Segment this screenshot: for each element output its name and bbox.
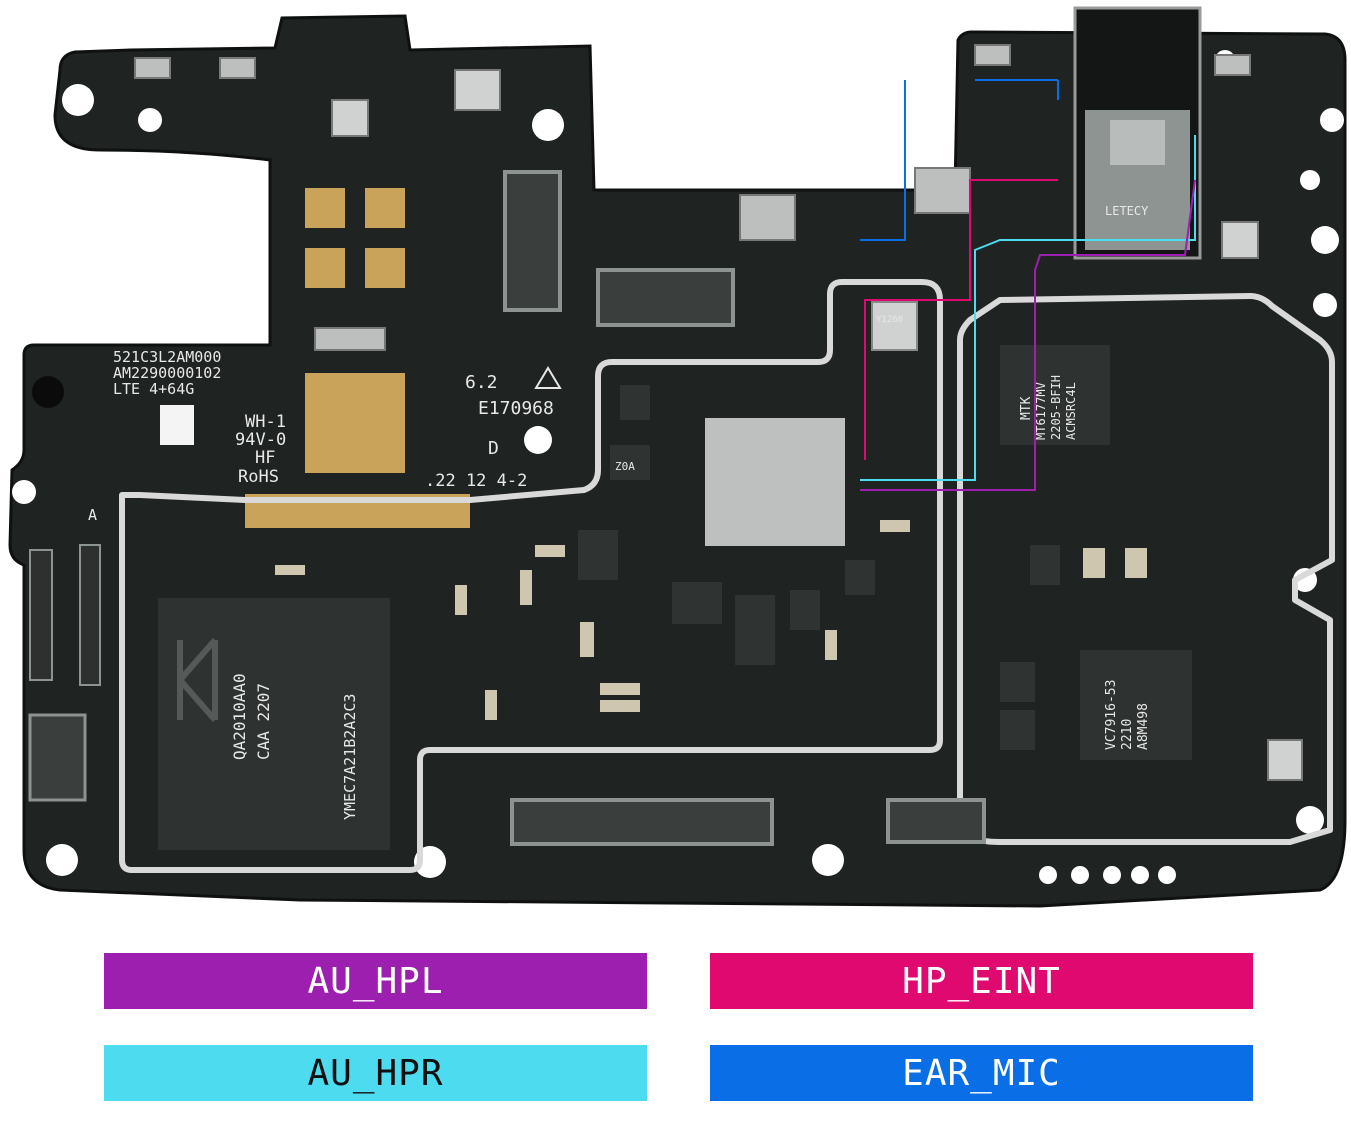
legend-au-hpl: AU_HPL xyxy=(104,953,647,1009)
signal-traces xyxy=(860,79,1196,491)
component-cluster xyxy=(578,385,1060,750)
pa-chip xyxy=(1080,650,1192,760)
silk-code-1: 521C3L2AM000 xyxy=(113,348,221,366)
silk-cert: E170968 xyxy=(478,398,554,419)
soc-ball-grid xyxy=(705,418,845,546)
silk-date: .22 12 4-2 xyxy=(425,471,527,491)
pa-label-3: A8M498 xyxy=(1136,703,1151,750)
pmic-label-3: ACMSRC4L xyxy=(1064,382,1078,440)
shield-clips xyxy=(134,44,1251,351)
silk-code-3: LTE 4+64G xyxy=(113,380,194,398)
gold-pad-grid xyxy=(305,188,405,288)
silk-code-2: AM2290000102 xyxy=(113,364,221,382)
white-pad xyxy=(160,405,194,445)
memory-label-2: CAA 2207 xyxy=(254,683,273,760)
legend-au-hpl-label: AU_HPL xyxy=(307,960,444,1002)
audio-jack: LETECY xyxy=(1073,6,1202,260)
silk-corner-a: A xyxy=(88,506,97,524)
pcb-board-diagram: LETECY QA2010AA0 CAA 2207 YMEC7A21B2A2C3… xyxy=(8,6,1347,908)
passive-components xyxy=(275,520,1147,720)
silkscreen-text: 521C3L2AM000 AM2290000102 LTE 4+64G WH-1… xyxy=(88,348,635,524)
legend-ear-mic-label: EAR_MIC xyxy=(902,1052,1061,1094)
legend-hp-eint: HP_EINT xyxy=(710,953,1253,1009)
rf-connectors xyxy=(331,69,1303,781)
pa-label-1: VC7916-53 xyxy=(1104,680,1119,750)
jack-label: LETECY xyxy=(1105,204,1149,218)
trace-hp-eint xyxy=(864,179,1058,460)
silk-hf: HF xyxy=(255,448,275,468)
shield-frames xyxy=(119,279,1335,873)
silk-version: 6.2 xyxy=(465,372,498,393)
pmic-chip xyxy=(1000,345,1110,445)
legend-au-hpr: AU_HPR xyxy=(104,1045,647,1101)
legend-ear-mic: EAR_MIC xyxy=(710,1045,1253,1101)
pmic-label-2: 2205-BFIH xyxy=(1049,375,1063,440)
silk-94v0: 94V-0 xyxy=(235,430,286,450)
silk-z0a: Z0A xyxy=(615,460,635,473)
crystal xyxy=(871,301,918,351)
silk-wh: WH-1 xyxy=(245,412,286,432)
memory-label-3: YMEC7A21B2A2C3 xyxy=(341,694,359,820)
mounting-hole-dark xyxy=(32,376,64,408)
ul-triangle-icon xyxy=(534,366,562,389)
memory-label-1: QA2010AA0 xyxy=(230,673,249,760)
trace-au-hpr xyxy=(860,135,1196,481)
trace-au-hpl xyxy=(860,179,1196,491)
crystal-label: Y1260 xyxy=(876,315,903,325)
pmic-label-1: MT6177MV xyxy=(1034,382,1048,440)
trace-ear-mic xyxy=(860,79,1059,241)
legend-au-hpr-label: AU_HPR xyxy=(307,1052,444,1094)
silk-ul-d: D xyxy=(488,438,499,459)
memory-logo xyxy=(177,638,218,722)
silk-rohs: RoHS xyxy=(238,467,279,487)
pa-label-2: 2210 xyxy=(1120,719,1135,750)
gold-pad-large xyxy=(305,373,405,473)
pmic-brand: MTK xyxy=(1019,396,1034,420)
legend-hp-eint-label: HP_EINT xyxy=(902,960,1061,1002)
board-connectors xyxy=(28,170,986,846)
memory-chip xyxy=(158,598,390,850)
